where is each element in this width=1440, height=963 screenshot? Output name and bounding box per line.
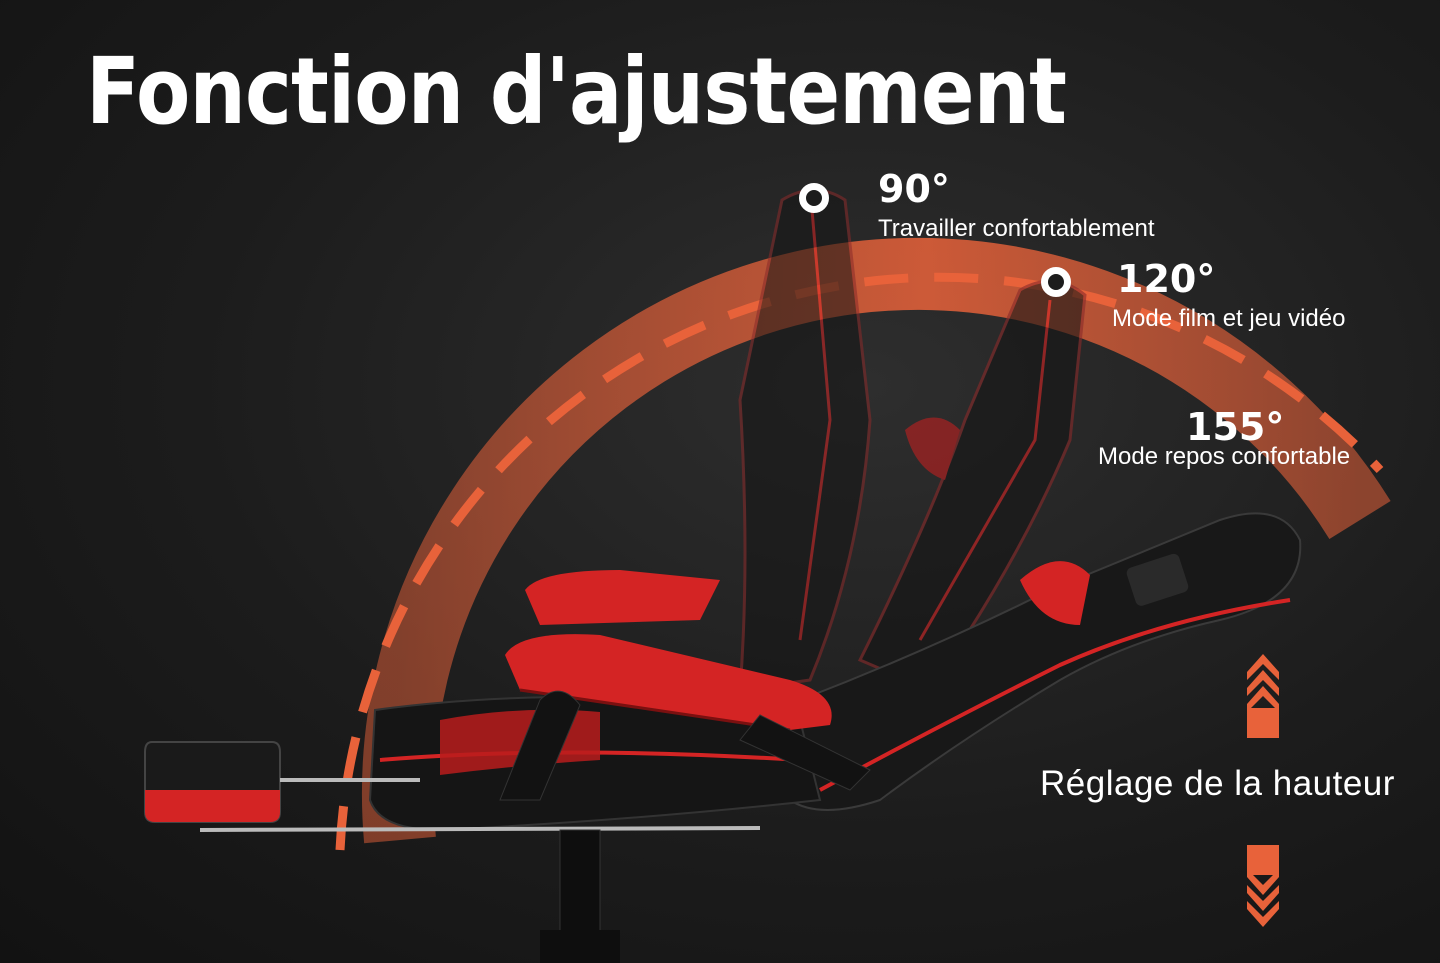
adjustment-dashed-arc [335,272,1384,851]
backrest-90-ghost [738,188,872,692]
page-title: Fonction d'ajustement [86,38,1067,145]
height-up-arrow-icon [1247,654,1279,738]
footrest [144,741,761,832]
angle-120-label: Mode film et jeu vidéo [1112,305,1346,332]
armrest-front [499,634,871,801]
armrest-back [525,570,720,625]
height-down-arrow-icon [1247,845,1279,927]
height-adjustment-label: Réglage de la hauteur [1040,764,1395,803]
adjustment-arc-band [362,237,1391,844]
angle-155-label: Mode repos confortable [1098,443,1351,470]
angle-90-marker-icon [799,183,829,213]
angle-155-value: 155° [1186,405,1285,449]
angle-90-label: Travailler confortablement [878,215,1155,242]
angle-120-value: 120° [1117,257,1216,301]
angle-120-marker-icon [1041,267,1071,297]
angle-90-value: 90° [878,167,950,211]
backrest-155 [788,512,1302,811]
gas-lift [540,829,620,963]
